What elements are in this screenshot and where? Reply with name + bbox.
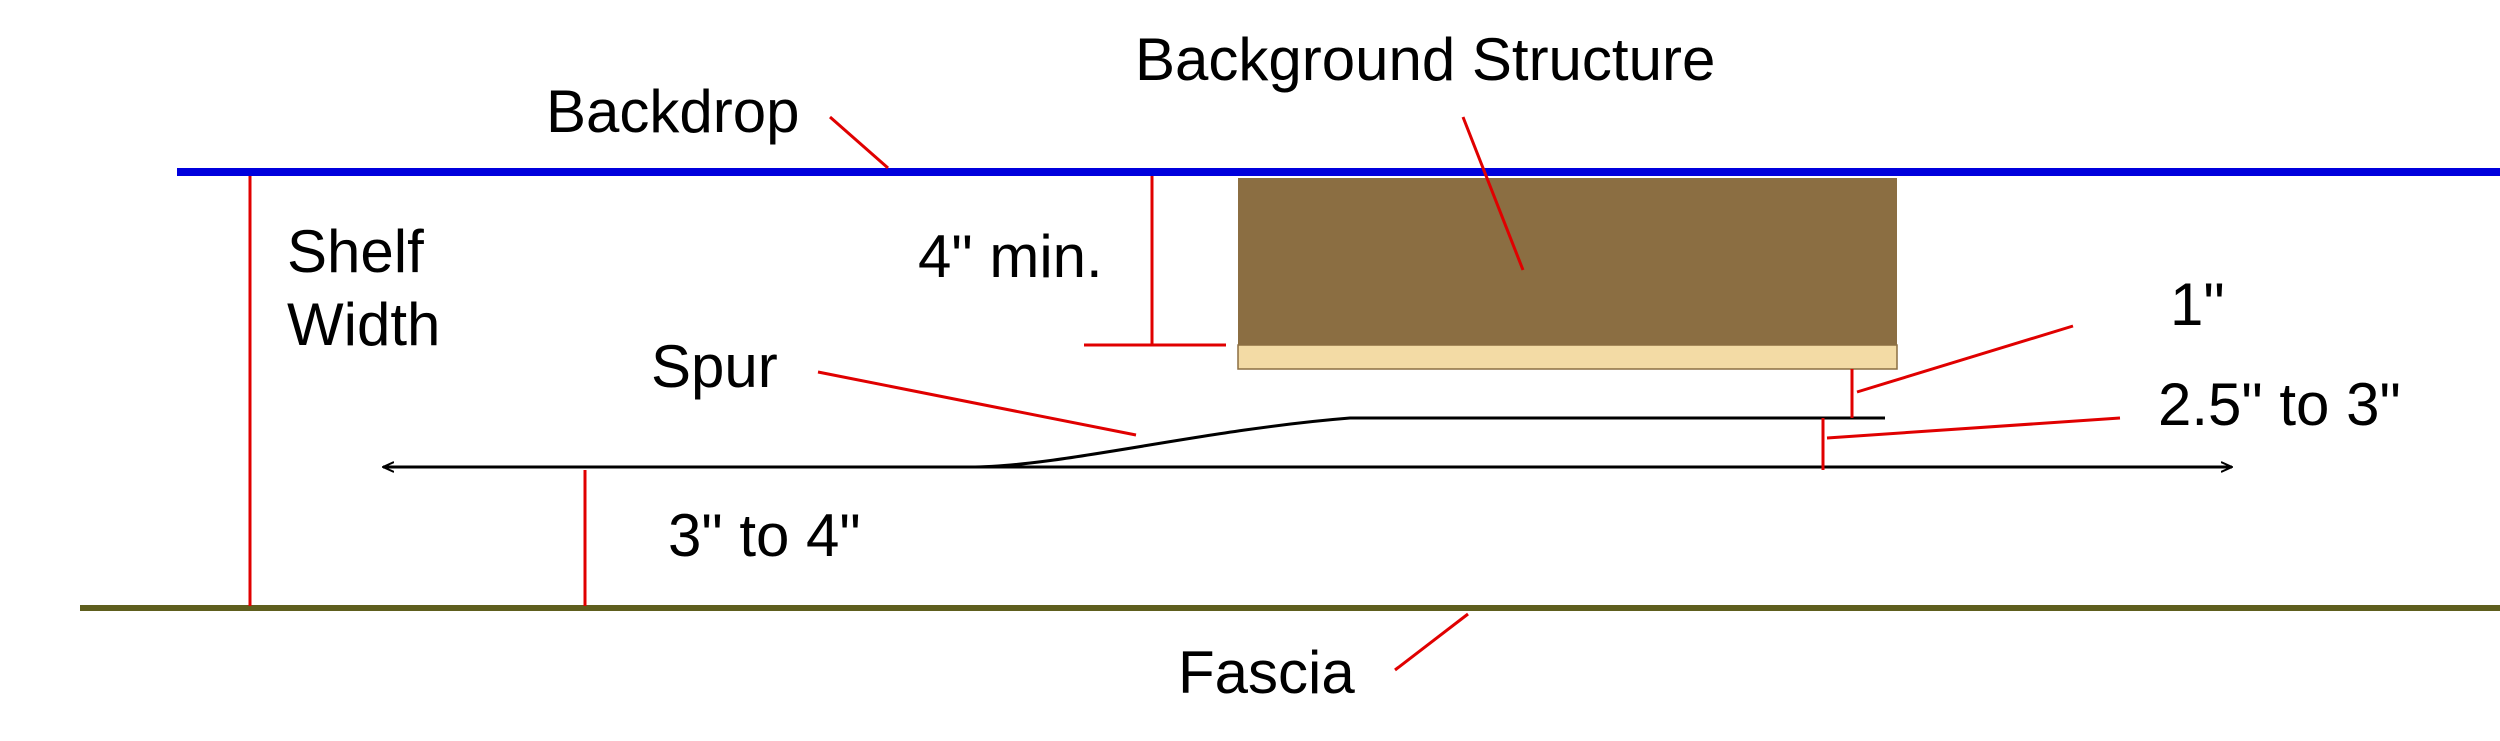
background-structure-base	[1237, 344, 1898, 370]
shelf-width-label-line1: Shelf	[287, 218, 424, 285]
shelf-width-label-line2: Width	[287, 291, 440, 358]
one-inch-label: 1"	[2170, 271, 2225, 338]
fascia-to-track-label: 3" to 4"	[668, 502, 861, 569]
spur-label: Spur	[651, 333, 778, 400]
backdrop-leader	[829, 115, 889, 170]
spur-leader	[817, 370, 1137, 437]
background-structure-block	[1238, 178, 1897, 345]
spur-track	[969, 416, 1885, 469]
backdrop-label: Backdrop	[546, 78, 799, 145]
track-spacing-label: 2.5" to 3"	[2158, 371, 2401, 438]
track-spacing-leader	[1826, 416, 2121, 440]
fascia-label: Fascia	[1178, 639, 1355, 706]
one-inch-leader	[1856, 324, 2074, 394]
fascia-leader	[1394, 612, 1469, 672]
four-min-label: 4" min.	[918, 223, 1103, 290]
background-structure-label: Background Structure	[1135, 26, 1715, 93]
background-structure-leader	[1461, 116, 1525, 271]
